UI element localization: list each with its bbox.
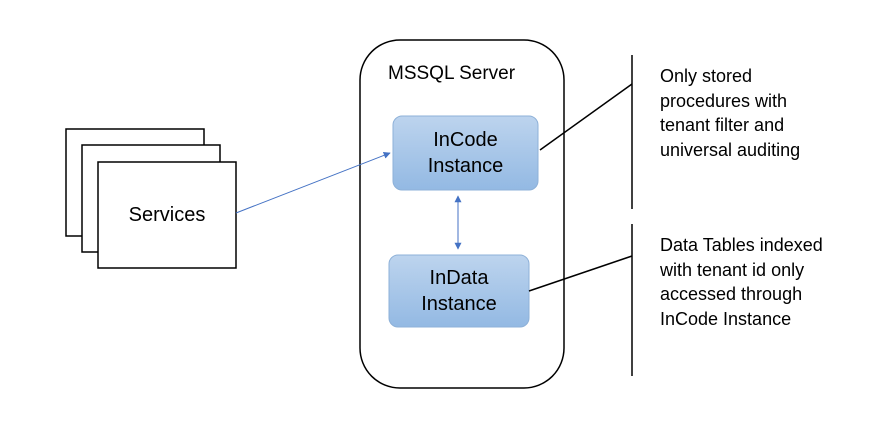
indata-note-line: InCode Instance [660,308,792,329]
indata-note: Data Tables indexed with tenant id only … [660,233,823,331]
service-card-front [97,161,237,269]
incode-note-line: Only stored [660,66,753,86]
incode-instance-label: InCode Instance [393,116,538,190]
incode-note-line: universal auditing [660,139,801,160]
server-title: MSSQL Server [388,63,516,84]
indata-note-line: with tenant id only [660,259,805,280]
incode-instance-box [392,115,539,191]
indata-label-line2: Instance [421,293,497,315]
incode-label-line1: InCode [433,129,498,151]
indata-callout-line [528,255,633,292]
incode-note-line: tenant filter and [660,115,785,135]
incode-note: Only stored procedures with tenant filte… [660,64,800,162]
indata-instance-label: InData Instance [389,255,529,327]
services-label: Services [128,203,206,226]
incode-callout-line [539,83,633,151]
indata-note-line: Data Tables indexed [660,235,823,255]
incode-note-line: procedures with [660,90,788,111]
indata-label-line1: InData [429,267,489,289]
incode-label-line2: Instance [427,155,504,177]
mssql-server-container [359,39,565,389]
services-to-incode-arrow [235,152,391,214]
indata-note-line: accessed through [660,284,803,304]
